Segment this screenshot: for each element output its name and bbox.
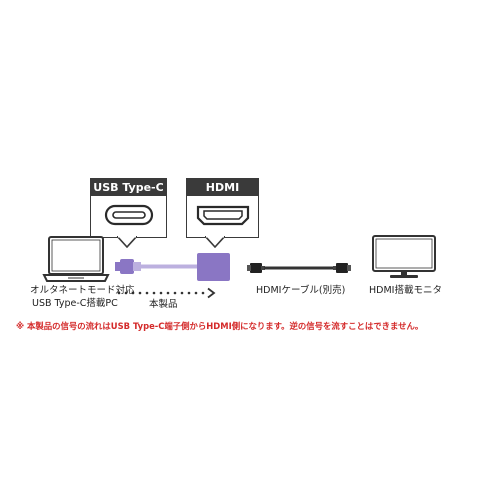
hdmi-cable-icon (247, 263, 351, 273)
hdmi-callout-pointer (205, 236, 225, 248)
pc-label-line1: オルタネートモード対応 (30, 285, 135, 296)
warning-note: ※ 本製品の信号の流れはUSB Type-C端子側からHDMI側になります。逆の… (16, 321, 424, 331)
arrow-right-icon (117, 287, 216, 299)
cable-label: HDMIケーブル(別売) (256, 285, 346, 296)
monitor-icon (372, 235, 436, 278)
monitor-label: HDMI搭載モニタ (369, 285, 442, 296)
usb-c-port-icon (104, 204, 154, 226)
hdmi-callout-title: HDMI (187, 179, 258, 196)
pc-label-line2: USB Type-C搭載PC (32, 298, 118, 309)
hdmi-port-icon (196, 205, 250, 226)
laptop-icon (42, 236, 110, 282)
adapter-icon (115, 253, 230, 281)
usb-callout-pointer (117, 236, 137, 248)
usb-callout: USB Type-C (90, 178, 167, 238)
product-label: 本製品 (149, 299, 178, 310)
usb-callout-title: USB Type-C (91, 179, 166, 196)
hdmi-callout: HDMI (186, 178, 259, 238)
